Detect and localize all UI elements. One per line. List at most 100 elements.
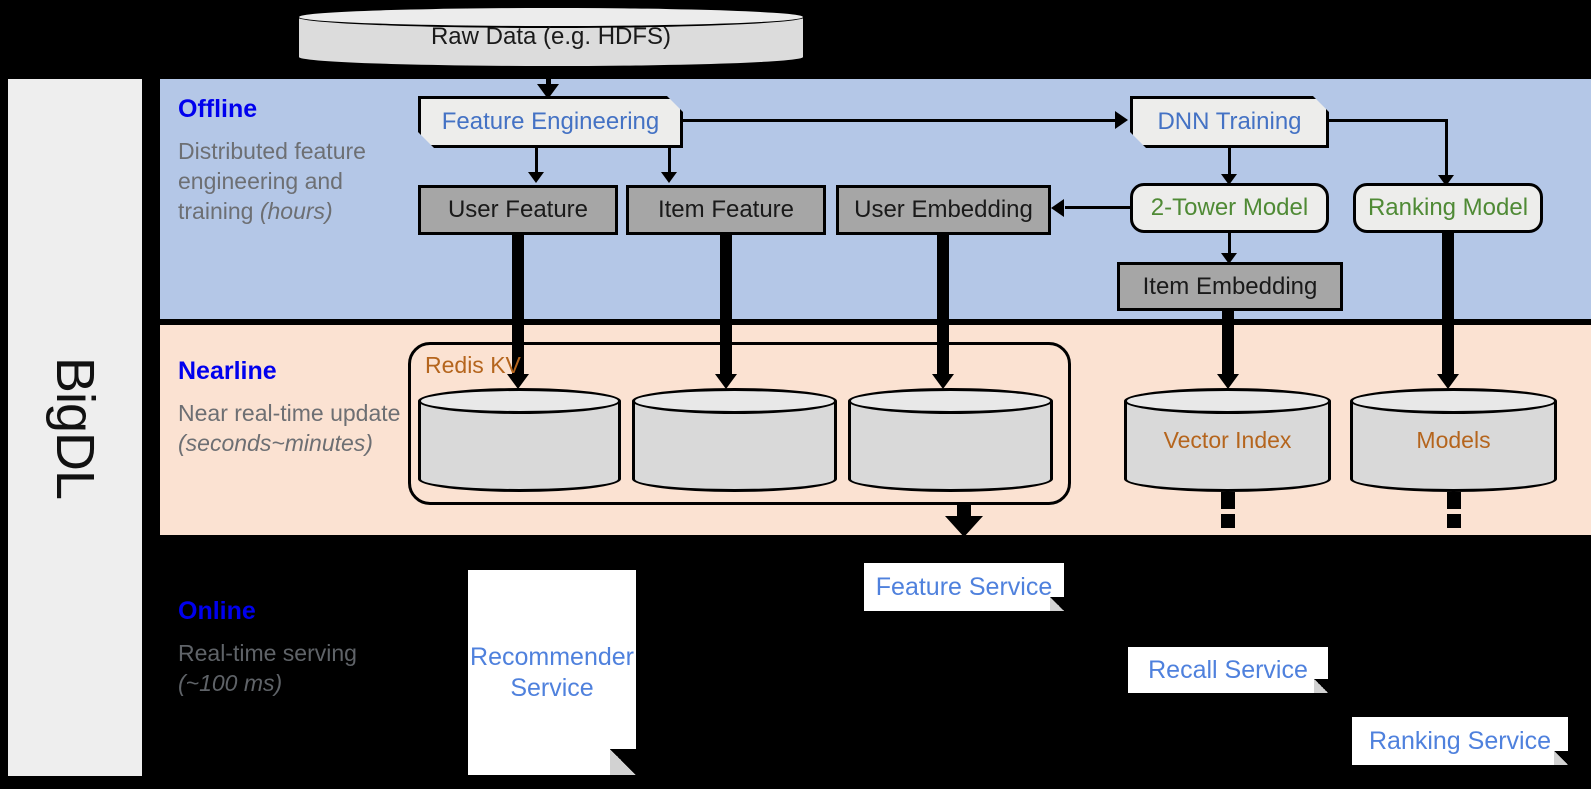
store-models-label: Models <box>1416 426 1491 453</box>
online-description-emphasis: (~100 ms) <box>178 669 283 696</box>
cylinder-body <box>1124 401 1331 479</box>
offline-title: Offline <box>178 95 258 123</box>
arrowhead-trunk-ranking-model <box>1437 374 1459 389</box>
arrowhead-rawdata-fe <box>537 84 559 99</box>
store-user-embedding[interactable] <box>848 388 1053 492</box>
store-user-embedding-label <box>848 388 1053 492</box>
store-models[interactable]: Models <box>1350 388 1557 492</box>
cylinder-top <box>632 388 837 414</box>
connector-fe-dnn <box>683 119 1117 122</box>
nearline-description-text: Near real-time update <box>178 399 401 426</box>
store-user-feature-label <box>418 388 621 492</box>
node-2-tower-model[interactable]: 2-Tower Model <box>1130 183 1329 233</box>
arrowhead-trunk-item-embedding <box>1217 374 1239 389</box>
cylinder-body <box>418 401 621 479</box>
bigdl-rail-label-wrap: BigDL <box>8 79 142 776</box>
node-user-embedding-label: User Embedding <box>854 196 1033 223</box>
cylinder-top <box>1350 388 1557 414</box>
nearline-description: Near real-time update (seconds~minutes) <box>178 398 408 459</box>
arrowhead-trunk-user-embedding <box>932 374 954 389</box>
arrowhead-dnn-2tower <box>1221 174 1237 185</box>
service-ranking[interactable]: Ranking Service <box>1352 717 1568 765</box>
store-user-feature[interactable] <box>418 388 621 492</box>
node-item-embedding-label: Item Embedding <box>1142 272 1318 300</box>
node-2-tower-model-label: 2-Tower Model <box>1150 194 1309 221</box>
service-ranking-label: Ranking Service <box>1368 726 1552 755</box>
arrowhead-trunk-user-feature <box>507 374 529 389</box>
node-user-embedding[interactable]: User Embedding <box>836 185 1051 235</box>
cylinder-top <box>297 6 805 28</box>
node-user-feature[interactable]: User Feature <box>418 185 618 235</box>
service-feature[interactable]: Feature Service <box>864 563 1064 611</box>
online-title: Online <box>178 597 256 625</box>
raw-data-cylinder: Raw Data (e.g. HDFS) <box>297 6 805 68</box>
cylinder-top <box>418 388 621 414</box>
connector-fe-userfeature <box>535 148 538 174</box>
folded-corner-icon <box>1050 597 1064 611</box>
connector-vectorindex-b <box>1221 514 1235 528</box>
arrowhead-redis-featureservice <box>945 516 983 537</box>
arrowhead-2tower-itememb <box>1221 253 1237 264</box>
connector-redis-featureservice <box>957 505 971 519</box>
nearline-title: Nearline <box>178 357 277 385</box>
trunk-ranking-model <box>1442 233 1454 380</box>
folded-corner-icon <box>1554 751 1568 765</box>
caption-offline: Offline Distributed feature engineering … <box>178 95 408 227</box>
online-description-text: Real-time serving <box>178 639 357 666</box>
connector-fe-itemfeature <box>668 148 671 174</box>
connector-models-a <box>1447 492 1461 509</box>
cylinder-body <box>1350 401 1557 479</box>
node-ranking-model-label: Ranking Model <box>1367 194 1529 221</box>
node-user-feature-label: User Feature <box>447 196 589 223</box>
connector-2tower-userembedding <box>1065 206 1130 209</box>
store-item-feature-label <box>632 388 837 492</box>
bigdl-rail: BigDL <box>8 79 142 776</box>
arrowhead-fe-dnn <box>1115 111 1128 129</box>
cylinder-body <box>848 401 1053 479</box>
store-item-feature[interactable] <box>632 388 837 492</box>
node-item-feature[interactable]: Item Feature <box>626 185 826 235</box>
service-recommender-label: Recommender Service <box>470 643 634 702</box>
node-dnn-training-label: DNN Training <box>1157 108 1302 135</box>
service-feature-label: Feature Service <box>875 572 1053 601</box>
offline-description-emphasis: (hours) <box>259 198 333 225</box>
node-item-feature-label: Item Feature <box>657 196 795 223</box>
raw-data-label: Raw Data (e.g. HDFS) <box>430 23 672 50</box>
store-vector-index[interactable]: Vector Index <box>1124 388 1331 492</box>
online-description: Real-time serving (~100 ms) <box>178 638 408 699</box>
connector-dnn-ranking-h <box>1329 119 1448 122</box>
node-feature-engineering[interactable]: Feature Engineering <box>418 96 683 148</box>
connector-rawdata-fe <box>546 66 551 86</box>
node-dnn-training[interactable]: DNN Training <box>1130 96 1329 148</box>
trunk-item-embedding <box>1222 311 1234 380</box>
store-vector-index-label: Vector Index <box>1163 426 1292 453</box>
cylinder-body <box>632 401 837 479</box>
connector-dnn-ranking-v <box>1445 119 1448 177</box>
folded-corner-icon <box>610 749 636 775</box>
node-ranking-model[interactable]: Ranking Model <box>1353 183 1543 233</box>
arrowhead-2tower-userembedding <box>1051 199 1064 217</box>
offline-description-text: Distributed feature engineering and trai… <box>178 137 366 225</box>
offline-description: Distributed feature engineering and trai… <box>178 136 408 227</box>
cylinder-top <box>1124 388 1331 414</box>
folded-corner-icon <box>1314 679 1328 693</box>
arrowhead-dnn-ranking <box>1438 175 1454 186</box>
arrowhead-trunk-item-feature <box>715 374 737 389</box>
connector-2tower-itememb <box>1228 233 1231 257</box>
caption-nearline: Nearline Near real-time update (seconds~… <box>178 357 408 459</box>
service-recommender[interactable]: Recommender Service <box>468 570 636 775</box>
node-feature-engineering-label: Feature Engineering <box>441 108 660 135</box>
cylinder-top <box>848 388 1053 414</box>
service-recall[interactable]: Recall Service <box>1128 647 1328 693</box>
service-recall-label: Recall Service <box>1148 655 1308 684</box>
node-item-embedding[interactable]: Item Embedding <box>1117 262 1343 311</box>
nearline-description-emphasis: (seconds~minutes) <box>178 429 373 456</box>
bigdl-label: BigDL <box>45 356 106 499</box>
redis-kv-label: Redis KV <box>425 352 521 378</box>
connector-vectorindex-a <box>1221 492 1235 509</box>
arrowhead-fe-userfeature <box>528 172 544 183</box>
caption-online: Online Real-time serving (~100 ms) <box>178 597 408 699</box>
arrowhead-fe-itemfeature <box>661 172 677 183</box>
connector-models-b <box>1447 514 1461 528</box>
